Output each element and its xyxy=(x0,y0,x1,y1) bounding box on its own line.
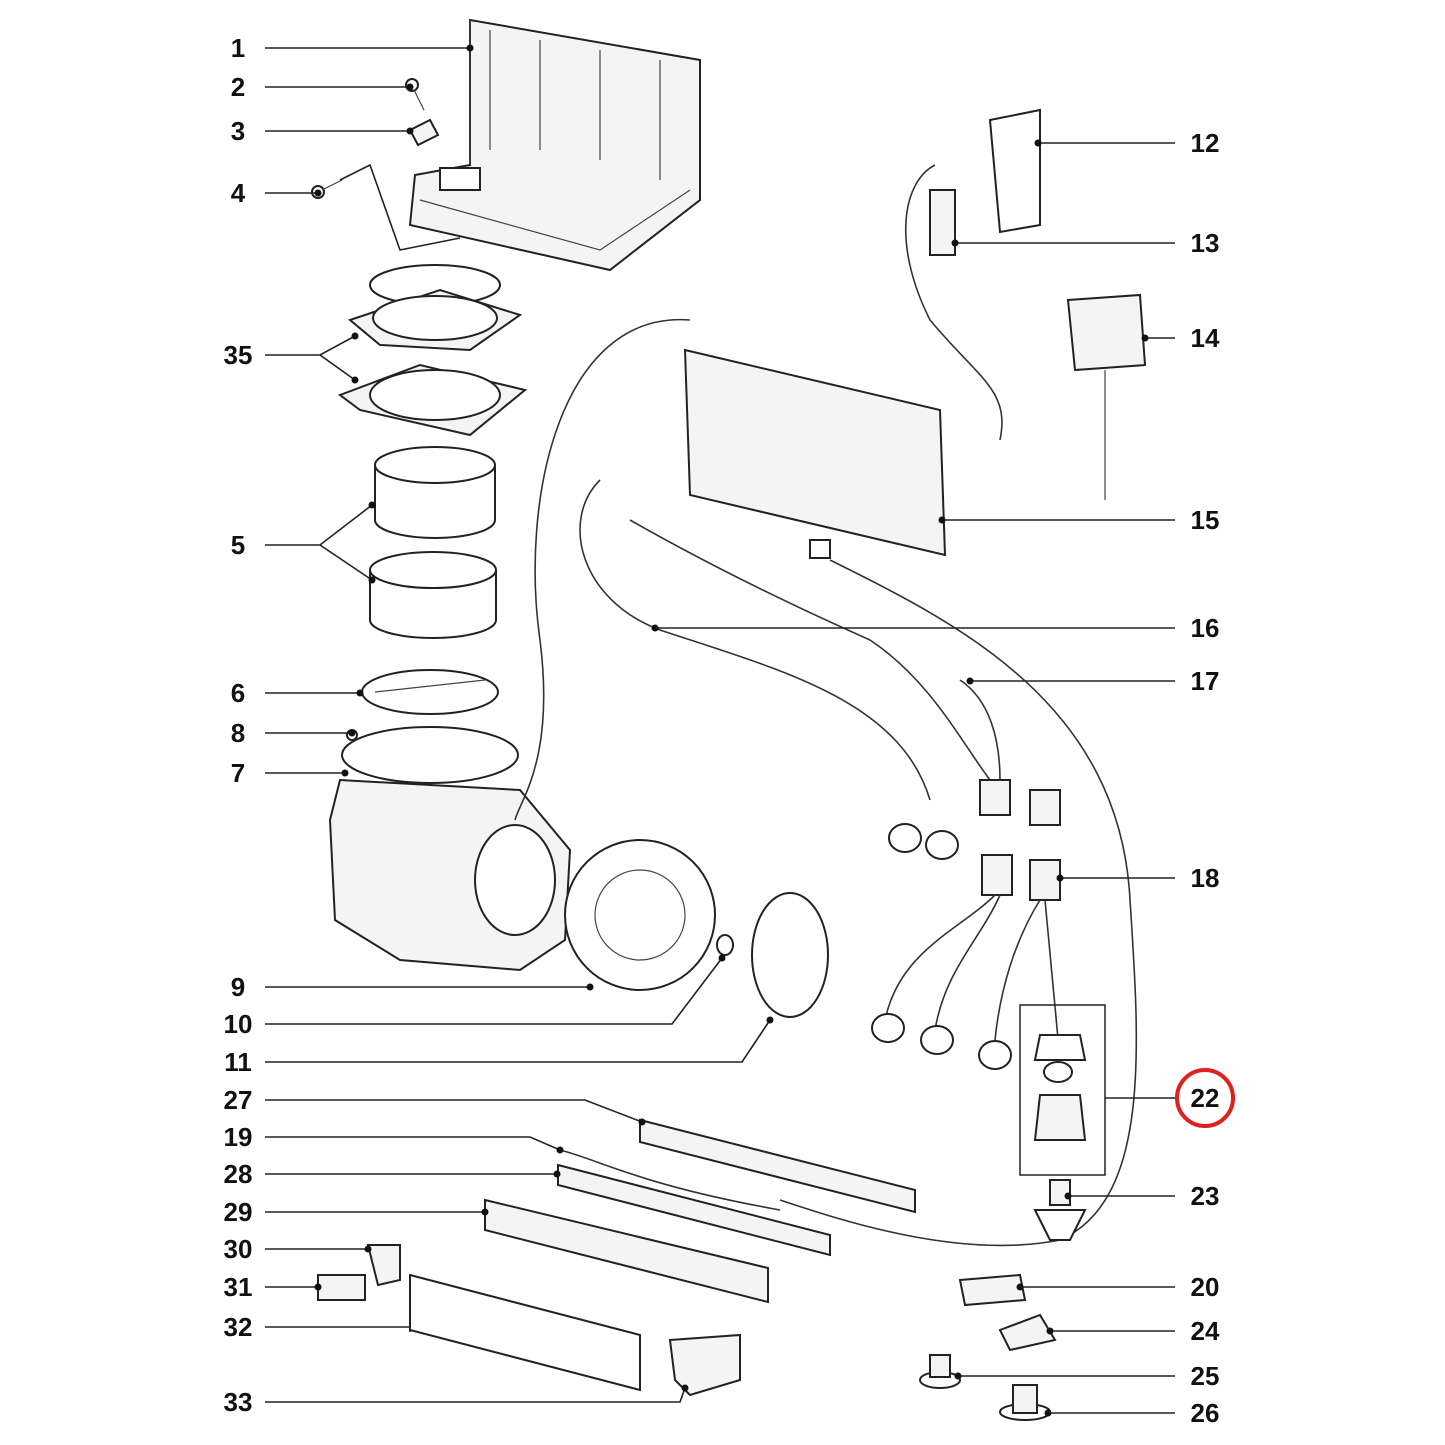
callout-labels-left: 1 2 3 4 35 5 6 8 7 9 10 11 27 19 28 29 3… xyxy=(224,33,253,1417)
callout-20: 20 xyxy=(1191,1272,1220,1302)
leader-lines xyxy=(265,47,1175,1414)
callout-10: 10 xyxy=(224,1009,253,1039)
callout-9: 9 xyxy=(231,972,245,1002)
callout-3: 3 xyxy=(231,116,245,146)
callout-25: 25 xyxy=(1191,1361,1220,1391)
callout-1: 1 xyxy=(231,33,245,63)
callout-31: 31 xyxy=(224,1272,253,1302)
clip-part-3 xyxy=(408,118,440,147)
callout-12: 12 xyxy=(1191,128,1220,158)
leader-dots xyxy=(314,44,1149,1417)
brackets-and-panel xyxy=(317,1244,741,1397)
ring-part-11 xyxy=(751,892,829,1018)
lamp-bulb-part-23 xyxy=(1033,1179,1087,1241)
wiring-harness-16 xyxy=(579,479,991,801)
fan-wheel xyxy=(564,839,716,991)
callout-2: 2 xyxy=(231,72,245,102)
blower-housing xyxy=(328,726,572,972)
duct-rings xyxy=(369,446,497,639)
washer-part-10 xyxy=(716,934,734,956)
callout-5: 5 xyxy=(231,530,245,560)
callout-29: 29 xyxy=(224,1197,253,1227)
clip-part-20 xyxy=(958,1273,1027,1307)
callout-6: 6 xyxy=(231,678,245,708)
connectors-part-18 xyxy=(884,779,1061,1061)
terminal-caps xyxy=(871,823,1012,1070)
callout-4: 4 xyxy=(231,178,246,208)
flange-pair xyxy=(337,264,528,437)
callout-13: 13 xyxy=(1191,228,1220,258)
clip-part-24 xyxy=(998,1313,1057,1352)
callout-35: 35 xyxy=(224,340,253,370)
callout-15: 15 xyxy=(1191,505,1220,535)
foot-part-26 xyxy=(999,1384,1051,1421)
callout-19: 19 xyxy=(224,1122,253,1152)
callout-24: 24 xyxy=(1191,1316,1220,1346)
callout-23: 23 xyxy=(1191,1181,1220,1211)
callout-labels-right: 12 13 14 15 16 17 18 22 23 20 24 25 26 xyxy=(1175,128,1235,1428)
capacitor-part-13 xyxy=(904,164,1003,441)
backflow-flap xyxy=(361,669,499,715)
callout-26: 26 xyxy=(1191,1398,1220,1428)
pcb-part-15 xyxy=(683,348,947,559)
callout-22-highlight-circle xyxy=(1175,1068,1235,1128)
lamp-holder-kit-part-22 xyxy=(1019,1004,1106,1176)
callout-8: 8 xyxy=(231,718,245,748)
callout-7: 7 xyxy=(231,758,245,788)
callout-18: 18 xyxy=(1191,863,1220,893)
callout-11: 11 xyxy=(224,1047,252,1077)
screw-part-2 xyxy=(405,78,425,111)
callout-32: 32 xyxy=(224,1312,253,1342)
callout-33: 33 xyxy=(224,1387,253,1417)
control-box-housing xyxy=(408,18,701,272)
terminal-block-part-14 xyxy=(1066,293,1147,500)
wiring-harness-17 xyxy=(514,319,1138,1247)
capacitor-cover-part-12 xyxy=(988,108,1041,234)
callout-22: 22 xyxy=(1191,1083,1220,1113)
callout-17: 17 xyxy=(1191,666,1220,696)
callout-28: 28 xyxy=(224,1159,253,1189)
callout-14: 14 xyxy=(1191,323,1220,353)
callout-30: 30 xyxy=(224,1234,253,1264)
control-strips xyxy=(484,1118,916,1304)
callout-27: 27 xyxy=(224,1085,253,1115)
callout-16: 16 xyxy=(1191,613,1220,643)
clip-part-25 xyxy=(919,1354,961,1389)
